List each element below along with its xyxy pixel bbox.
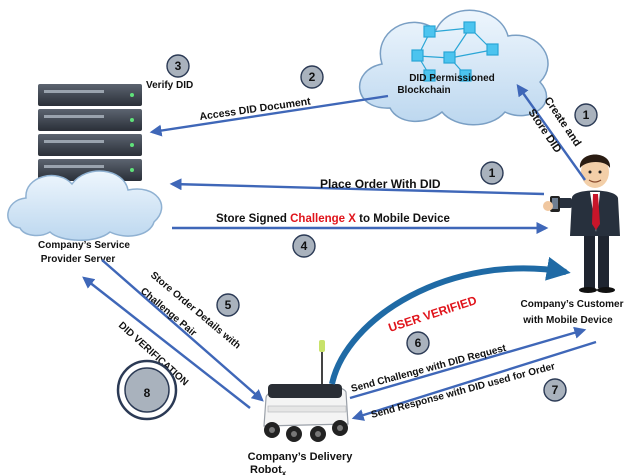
blockchain-label-line1: DID Permissioned	[409, 73, 495, 84]
step-number: 3	[175, 59, 182, 73]
robot-label-text: Robot	[250, 464, 282, 475]
step-circle-7: 7	[543, 378, 567, 402]
step-number: 6	[415, 336, 422, 350]
arrow-user-verified	[329, 256, 571, 385]
server-rack-icon	[38, 84, 142, 181]
server-cloud-icon	[7, 170, 163, 241]
step-circle-6: 6	[406, 331, 430, 355]
place-order-label: Place Order With DID	[320, 177, 441, 191]
step-number: 1	[489, 166, 496, 180]
step-circle-5: 5	[216, 293, 240, 317]
access-did-document-label: Access DID Document	[199, 95, 312, 123]
blockchain-cloud-icon	[358, 9, 549, 126]
store-signed-suffix: to Mobile Device	[356, 213, 450, 225]
arrow-create-store-did	[516, 84, 586, 181]
verify-did-label: Verify DID	[146, 80, 193, 91]
step-number: 8	[144, 386, 151, 400]
step-circle-2: 2	[300, 65, 324, 89]
store-signed-prefix: Store Signed	[216, 213, 290, 225]
server-label-line2: Provider Server	[41, 254, 116, 265]
customer-person-icon	[543, 154, 620, 293]
step-circle-4: 4	[292, 234, 316, 258]
step-number: 4	[301, 239, 308, 253]
store-signed-highlight: Challenge X	[290, 213, 356, 225]
step-circle-3: 3	[166, 54, 190, 78]
send-response-label: Send Response with DID used for Order	[370, 361, 557, 421]
step-circle-8: 8	[116, 359, 178, 421]
customer-label-line1: Company’s Customer	[521, 299, 624, 310]
arrow-send-challenge	[349, 326, 587, 400]
step-circle-1-create: 1	[574, 103, 598, 127]
customer-label-line2: with Mobile Device	[522, 315, 613, 326]
robot-label-subscript: x	[282, 469, 287, 475]
delivery-robot-icon	[263, 340, 349, 442]
blockchain-cubes-icon	[411, 21, 499, 82]
step-number: 2	[309, 70, 316, 84]
server-label-line1: Company’s Service	[38, 240, 130, 251]
robot-label-line1: Company’s Delivery	[248, 451, 354, 463]
arrow-access-did-document	[149, 94, 389, 137]
arrow-did-verification	[82, 276, 251, 409]
store-signed-label: Store Signed Challenge X to Mobile Devic…	[216, 213, 450, 225]
robot-label-line2: Robotx	[250, 464, 287, 475]
step-number: 1	[583, 108, 590, 122]
arrow-place-order	[169, 178, 545, 196]
arrow-store-order-details	[101, 259, 264, 402]
arrow-send-response	[351, 340, 597, 421]
step-number: 5	[225, 298, 232, 312]
step-number: 7	[552, 383, 559, 397]
blockchain-label-line2: Blockchain	[397, 85, 450, 96]
step-circle-1-order: 1	[480, 161, 504, 185]
